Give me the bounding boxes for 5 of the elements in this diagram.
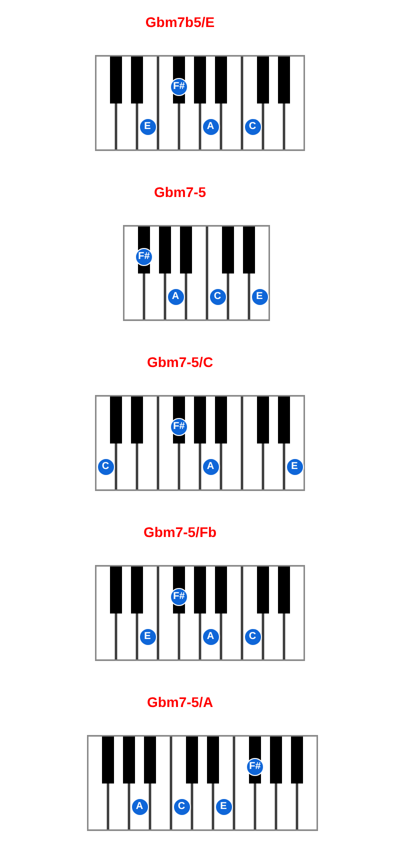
chord-name: Gbm7-5/Fb <box>143 524 217 541</box>
chord-name: Gbm7-5 <box>154 184 206 201</box>
chord-name: Gbm7-5/A <box>146 694 214 711</box>
chord-name: Gbm7b5/E <box>145 14 215 31</box>
chord-name: Gbm7-5/C <box>146 354 214 371</box>
